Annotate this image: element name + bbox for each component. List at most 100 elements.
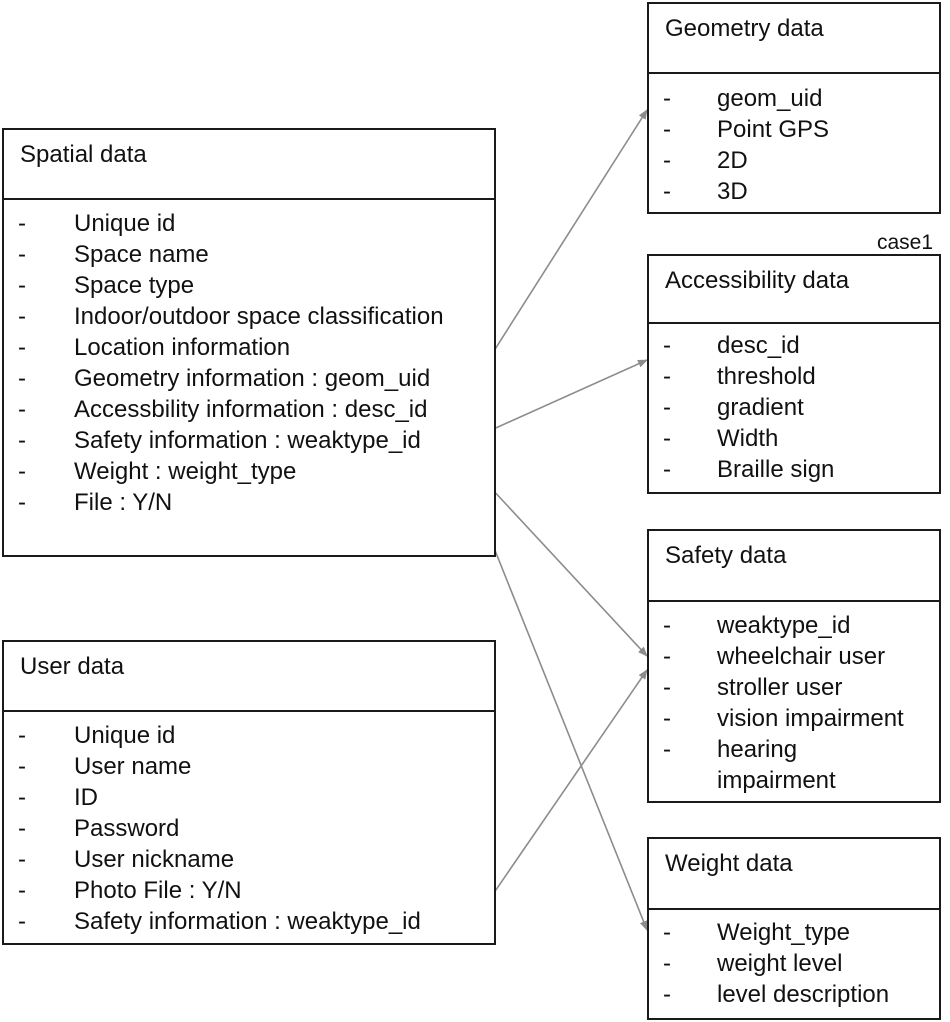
list-item-text: desc_id: [717, 332, 800, 359]
list-item: -Weight : weight_type: [4, 456, 494, 487]
list-item-text: threshold: [717, 363, 816, 390]
bullet-dash: -: [663, 394, 671, 421]
list-item-text: User name: [74, 753, 192, 780]
list-item: - Point GPS: [649, 114, 939, 145]
list-item-text: 2D: [717, 147, 748, 174]
list-item: - 3D: [649, 176, 939, 207]
bullet-dash: -: [18, 753, 26, 780]
list-item-text: stroller user: [717, 674, 843, 701]
bullet-dash: -: [663, 981, 671, 1008]
bullet-dash: -: [663, 147, 671, 174]
list-item-text: 3D: [717, 178, 748, 205]
list-item-text: hearing impairment: [717, 736, 836, 794]
spatial-data-title: Spatial data: [4, 130, 494, 200]
list-item: - Width: [649, 423, 939, 454]
bullet-dash: -: [18, 908, 26, 935]
bullet-dash: -: [663, 425, 671, 452]
list-item-text: Accessbility information : desc_id: [74, 396, 428, 423]
bullet-dash: -: [663, 736, 671, 763]
bullet-dash: -: [18, 846, 26, 873]
list-item: - stroller user: [649, 672, 939, 703]
list-item-text: Braille sign: [717, 456, 835, 483]
spatial-data-box: Spatial data - Unique id -Space name -Spa…: [2, 128, 496, 557]
bullet-dash: -: [18, 784, 26, 811]
list-item-text: gradient: [717, 394, 804, 421]
list-item: -Geometry information : geom_uid: [4, 363, 494, 394]
bullet-dash: -: [663, 950, 671, 977]
bullet-dash: -: [663, 456, 671, 483]
list-item-text: weight level: [717, 950, 843, 977]
bullet-dash: -: [663, 363, 671, 390]
list-item-text: Point GPS: [717, 116, 830, 143]
bullet-dash: -: [18, 241, 26, 268]
list-item: -geom_uid: [649, 83, 939, 114]
bullet-dash: -: [18, 396, 26, 423]
list-item-text: Password: [74, 815, 180, 842]
bullet-dash: -: [663, 643, 671, 670]
safety-data-title: Safety data: [649, 531, 939, 602]
list-item: - Indoor/outdoor space classification: [4, 301, 494, 332]
accessibility-data-box: Accessibility data - desc_id - threshold -…: [647, 254, 941, 494]
list-item-text: Unique id: [74, 210, 176, 237]
list-item: - vision impairment: [649, 703, 939, 734]
arrow-weight-to-safety-data: [477, 473, 648, 657]
geometry-data-title: Geometry data: [649, 4, 939, 74]
list-item-text: User nickname: [74, 846, 235, 873]
list-item: - Safety information : weaktype_id: [4, 906, 494, 937]
list-item-text: wheelchair user: [717, 643, 886, 670]
list-item-text: Weight_type: [717, 919, 850, 946]
user-data-box: User data -Unique id - User name -ID - Pas…: [2, 640, 496, 945]
list-item-text: Safety information : weaktype_id: [74, 908, 421, 935]
list-item: -Space name: [4, 239, 494, 270]
bullet-dash: -: [18, 489, 26, 516]
accessibility-data-list: - desc_id - threshold - gradient - Width - Br…: [649, 324, 939, 485]
geometry-data-list: -geom_uid - Point GPS - 2D - 3D: [649, 74, 939, 207]
accessibility-data-title: Accessibility data: [649, 256, 939, 324]
list-item-text: File : Y/N: [74, 489, 173, 516]
list-item: -weaktype_id: [649, 610, 939, 641]
list-item-text: level description: [717, 981, 890, 1008]
list-item: - gradient: [649, 392, 939, 423]
bullet-dash: -: [18, 303, 26, 330]
weight-data-box: Weight data - Weight_type - weight level -…: [647, 837, 941, 1020]
safety-data-box: Safety data -weaktype_id - wheelchair use…: [647, 529, 941, 803]
bullet-dash: -: [663, 178, 671, 205]
list-item: -Space type: [4, 270, 494, 301]
bullet-dash: -: [18, 427, 26, 454]
list-item: -ID: [4, 782, 494, 813]
list-item: -Unique id: [4, 720, 494, 751]
list-item: - Password: [4, 813, 494, 844]
bullet-dash: -: [663, 919, 671, 946]
bullet-dash: -: [663, 612, 671, 639]
list-item: - Unique id: [4, 208, 494, 239]
bullet-dash: -: [663, 332, 671, 359]
list-item-text: Safety information : weaktype_id: [74, 427, 421, 454]
list-item: - File : Y/N: [4, 487, 494, 518]
bullet-dash: -: [18, 815, 26, 842]
bullet-dash: -: [663, 116, 671, 143]
arrow-safety-to-accessibility-data: [477, 359, 648, 437]
list-item-text: vision impairment: [717, 705, 904, 732]
bullet-dash: -: [663, 705, 671, 732]
weight-data-title: Weight data: [649, 839, 939, 910]
list-item-text: Indoor/outdoor space classification: [74, 303, 444, 330]
list-item: - 2D: [649, 145, 939, 176]
list-item: - weight level: [649, 948, 939, 979]
list-item-text: Geometry information : geom_uid: [74, 365, 431, 392]
list-item-text: Width: [717, 425, 779, 452]
list-item: - level description: [649, 979, 939, 1010]
bullet-dash: -: [18, 210, 26, 237]
arrow-geometry-to-geometry-data: [477, 109, 648, 377]
list-item: - threshold: [649, 361, 939, 392]
bullet-dash: -: [18, 877, 26, 904]
list-item: - Photo File : Y/N: [4, 875, 494, 906]
list-item-text: Photo File : Y/N: [74, 877, 242, 904]
bullet-dash: -: [663, 674, 671, 701]
weight-data-list: - Weight_type - weight level - level descri…: [649, 910, 939, 1010]
arrow-user-safety-to-safety-data: [477, 669, 648, 917]
bullet-dash: -: [18, 334, 26, 361]
bullet-dash: -: [663, 85, 671, 112]
user-data-list: -Unique id - User name -ID - Password - Use…: [4, 712, 494, 937]
user-data-title: User data: [4, 642, 494, 712]
